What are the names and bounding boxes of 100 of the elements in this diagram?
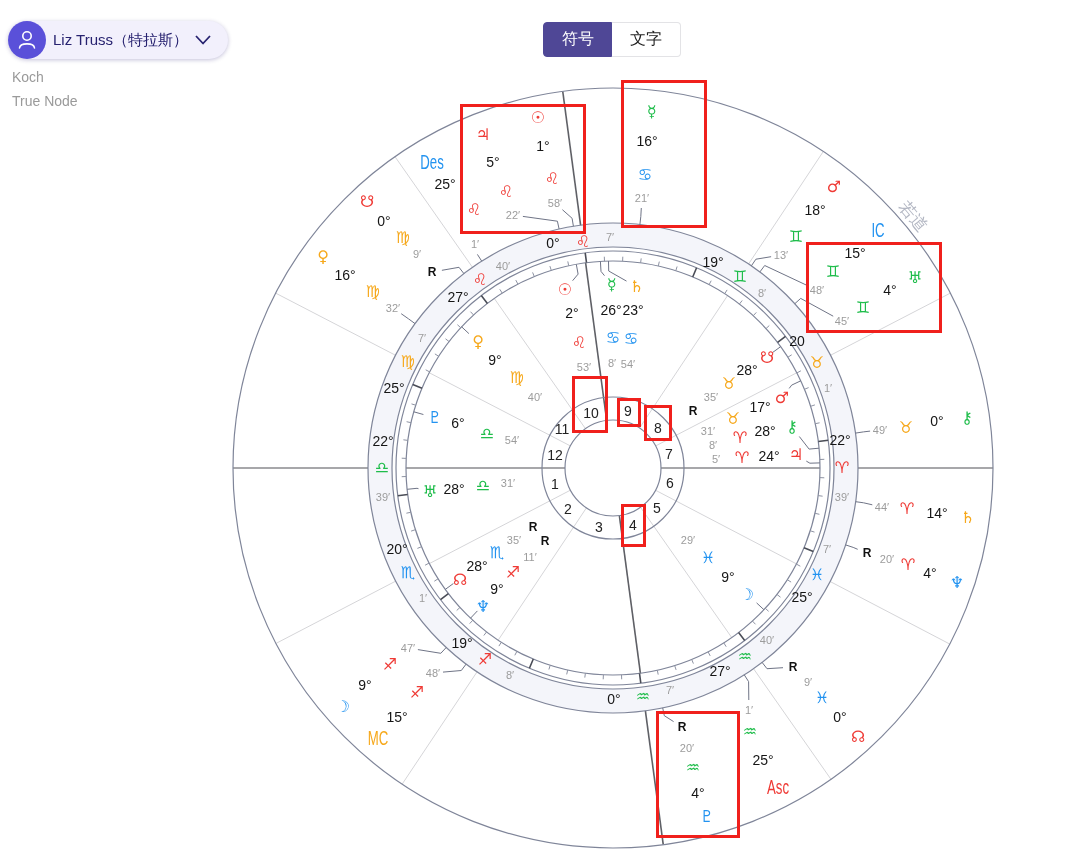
zodiac-glyph: ♌ [466, 202, 482, 218]
planet-glyph: ⚷ [961, 410, 973, 426]
planet-glyph: ☿ [607, 277, 617, 293]
degree-label: 9° [490, 582, 504, 596]
angle-label: Des [420, 152, 444, 172]
zodiac-glyph: ♊ [732, 269, 748, 285]
planet-glyph: ♆ [475, 599, 491, 615]
planet-glyph: ♅ [422, 484, 438, 500]
user-select-button: Liz Truss（特拉斯） [8, 21, 228, 59]
degree-label: 5° [486, 155, 500, 169]
zodiac-glyph: ♎ [475, 478, 491, 494]
retrograde-mark: R [862, 547, 872, 559]
zodiac-glyph: ♌ [498, 184, 514, 200]
degree-label: 14° [926, 506, 948, 520]
planet-glyph: ☋ [759, 350, 775, 366]
zodiac-glyph: ♐ [382, 657, 398, 673]
highlight-box [656, 711, 740, 838]
cusp-degree-label: 25° [791, 590, 813, 604]
planet-glyph: ♅ [907, 270, 923, 286]
highlight-box [621, 80, 707, 228]
zodiac-glyph: ♍ [509, 370, 525, 386]
zodiac-glyph: ♒ [737, 649, 753, 665]
zodiac-glyph: ♊ [825, 264, 841, 280]
degree-label: 23° [622, 303, 644, 317]
house-number: 9 [624, 404, 632, 418]
zodiac-glyph: ♒ [635, 689, 651, 705]
minute-label: 31′ [700, 425, 716, 437]
minute-label: 35′ [506, 534, 522, 546]
minute-label: 54′ [620, 358, 636, 370]
cusp-degree-label: 22° [829, 433, 851, 447]
zodiac-glyph: ♈ [900, 557, 916, 573]
zodiac-glyph: ♐ [409, 685, 425, 701]
zodiac-glyph: ♓ [809, 567, 825, 583]
planet-glyph: ☽ [739, 587, 755, 603]
degree-label: 4° [923, 566, 937, 580]
cusp-minute-label: 39′ [375, 491, 391, 503]
minute-label: 48′ [809, 284, 825, 296]
planet-glyph: ⚷ [786, 419, 798, 435]
planet-glyph: ♇ [427, 410, 443, 426]
highlight-box [806, 242, 942, 333]
zodiac-glyph: ♊ [855, 300, 871, 316]
degree-label: 9° [721, 570, 735, 584]
cusp-minute-label: 40′ [759, 634, 775, 646]
minute-label: 47′ [400, 642, 416, 654]
minute-label: 32′ [385, 302, 401, 314]
zodiac-glyph: ♌ [544, 171, 560, 187]
degree-label: 15° [844, 246, 866, 260]
house-number: 7 [665, 447, 673, 461]
degree-label: 17° [749, 400, 771, 414]
cusp-minute-label: 8′ [505, 669, 515, 681]
planet-glyph: ♇ [699, 809, 715, 825]
minute-label: 35′ [703, 391, 719, 403]
zodiac-glyph: ♉ [721, 376, 737, 392]
retrograde-mark: R [540, 535, 550, 547]
toggle-tab: 文字 [612, 22, 681, 57]
angle-label: IC [871, 220, 885, 240]
zodiac-glyph: ♎ [479, 426, 495, 442]
house-number: 2 [564, 502, 572, 516]
planet-glyph: ☋ [359, 194, 375, 210]
degree-label: 18° [804, 203, 826, 217]
zodiac-glyph: ♊ [788, 229, 804, 245]
planet-glyph: ♀ [472, 334, 484, 350]
cusp-degree-label: 0° [607, 692, 621, 706]
planet-glyph: ☊ [452, 572, 468, 588]
zodiac-glyph: ♈ [732, 430, 748, 446]
minute-label: 9′ [412, 248, 422, 260]
cusp-degree-label: 25° [383, 381, 405, 395]
minute-label: 21′ [634, 192, 650, 204]
degree-label: 28° [736, 363, 758, 377]
planet-glyph: ♃ [475, 127, 491, 143]
cusp-degree-label: 27° [447, 290, 469, 304]
angle-label: Asc [767, 777, 789, 797]
zodiac-glyph: ♏ [489, 545, 505, 561]
cusp-degree-label: 20° [386, 542, 408, 556]
cusp-minute-label: 40′ [495, 260, 511, 272]
planet-glyph: ☽ [335, 699, 351, 715]
zodiac-glyph: ♈ [834, 460, 850, 476]
zodiac-glyph: ♍ [400, 354, 416, 370]
minute-label: 9′ [803, 676, 813, 688]
minute-label: 5′ [711, 453, 721, 465]
cusp-degree-label: 20 [789, 334, 805, 348]
cusp-degree-label: 27° [709, 664, 731, 678]
degree-label: 4° [691, 786, 705, 800]
house-number: 10 [583, 406, 599, 420]
minute-label: 8′ [607, 357, 617, 369]
zodiac-glyph: ♍ [395, 230, 411, 246]
planet-glyph: ♂ [774, 390, 790, 406]
retrograde-mark: R [427, 266, 437, 278]
planet-glyph: ♃ [788, 447, 804, 463]
zodiac-glyph: ♈ [899, 501, 915, 517]
zodiac-glyph: ♋ [623, 331, 639, 347]
planet-glyph: ☿ [647, 104, 657, 120]
highlight-box [617, 398, 641, 427]
zodiac-glyph: ♒ [742, 724, 758, 740]
minute-label: 8′ [708, 439, 718, 451]
zodiac-glyph: ♓ [814, 690, 830, 706]
planet-glyph: ♆ [949, 575, 965, 591]
planet-glyph: ☉ [530, 110, 546, 126]
house-number: 3 [595, 520, 603, 534]
house-number: 1 [551, 477, 559, 491]
